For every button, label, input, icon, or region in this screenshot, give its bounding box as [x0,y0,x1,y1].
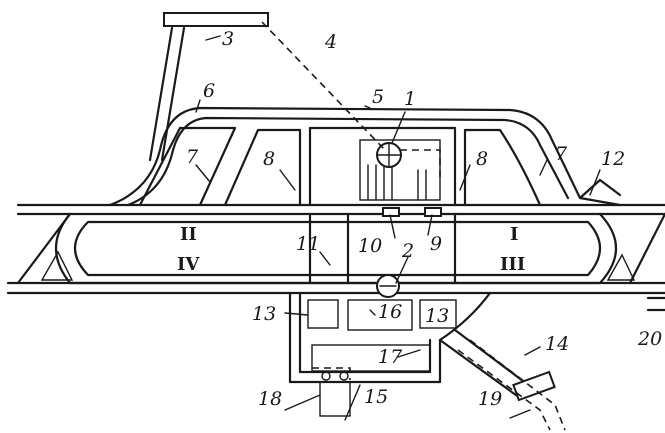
label-14: 14 [545,333,569,355]
label-1: 1 [404,88,416,110]
label-7a: 7 [186,146,199,168]
label-7b: 7 [555,143,568,165]
label-2: 2 [401,240,414,262]
label-19: 19 [478,388,502,410]
label-9: 9 [430,233,442,255]
label-10: 10 [358,235,382,257]
label-17: 17 [378,346,403,368]
central-building [359,139,441,201]
right-features [578,178,665,312]
leader-lines [195,35,601,421]
labels: 1 2 3 4 5 6 7 7 8 8 9 10 11 12 13 13 14 … [177,28,662,410]
label-8b: 8 [476,148,488,170]
outer-loop [54,212,618,285]
label-11: 11 [296,233,320,255]
label-6: 6 [203,80,215,102]
roman-I: I [510,224,518,245]
roman-III: III [500,254,525,275]
label-16: 16 [378,301,402,323]
upper-hump-track [108,106,622,207]
node-2 [376,274,400,298]
label-15: 15 [364,386,388,408]
label-8a: 8 [263,148,275,170]
label-4: 4 [324,31,337,53]
label-12: 12 [601,148,625,170]
roman-IV: IV [177,254,200,275]
lower-annex [288,291,492,417]
main-track-lower [6,281,665,295]
label-13b: 13 [425,305,449,327]
branch-to-3 [148,12,269,162]
track-14 [438,328,566,431]
left-junction [16,212,74,285]
label-5: 5 [372,86,384,108]
right-junction [606,212,665,285]
roman-II: II [180,224,197,245]
label-20: 20 [637,328,662,350]
main-track-upper [16,203,665,216]
inner-panels [138,126,542,207]
label-18: 18 [258,388,282,410]
dashed-line-4 [261,21,386,151]
label-3: 3 [222,28,234,50]
label-13a: 13 [252,303,276,325]
middle-section [308,207,457,285]
